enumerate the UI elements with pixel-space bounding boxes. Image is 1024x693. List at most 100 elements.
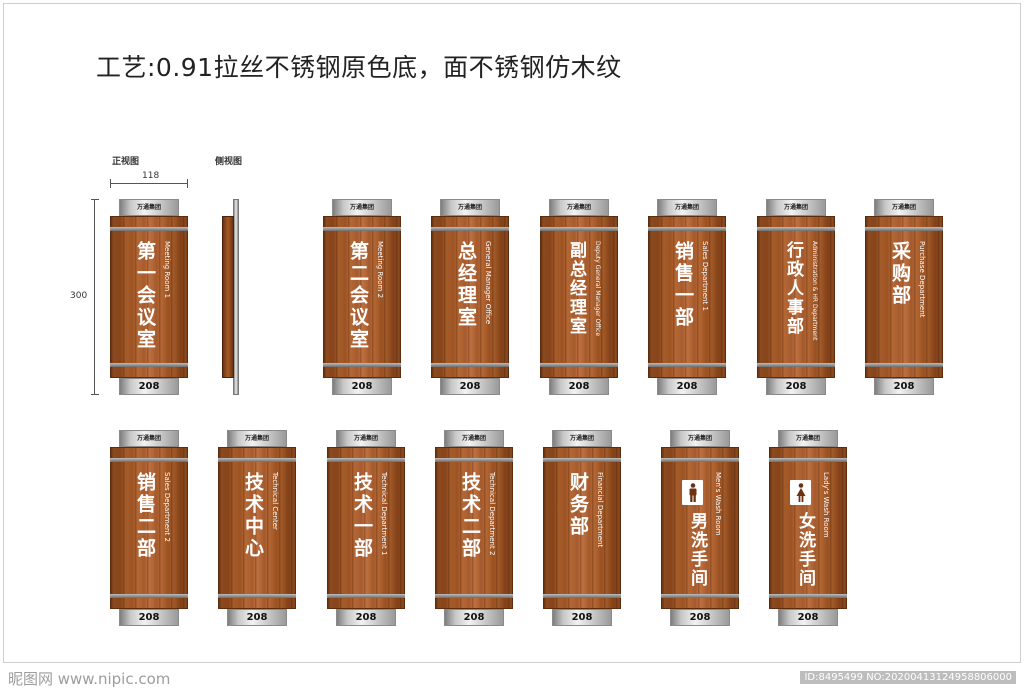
metal-band: [327, 458, 405, 462]
metal-band: [323, 227, 401, 231]
metal-band: [218, 458, 296, 462]
metal-band: [110, 363, 188, 367]
wood-board: 第二会议室 Meeting Room 2: [323, 216, 401, 378]
door-sign: 销售一部 Sales Department 1 万通集团 208: [648, 199, 726, 395]
sign-cn-label: 采购部: [889, 241, 911, 307]
door-sign: 副总经理室 Deputy General Manager Office 万通集团…: [540, 199, 618, 395]
room-number: 208: [778, 609, 838, 626]
brand-cap: 万通集团: [552, 430, 612, 447]
sign-en-label: Technical Center: [271, 472, 279, 530]
side-view: [218, 199, 240, 395]
sign-cn-label: 总经理室: [455, 241, 477, 329]
wood-board: 行政人事部 Administration & HR Department: [757, 216, 835, 378]
metal-band: [865, 227, 943, 231]
sign-cn-label: 女洗手间: [795, 512, 815, 588]
sign-en-label: Financial Department: [596, 472, 604, 548]
brand-cap: 万通集团: [119, 199, 179, 216]
metal-band: [543, 458, 621, 462]
drawing-frame: [3, 3, 1021, 663]
door-sign: 技术一部 Technical Department 1 万通集团 208: [327, 430, 405, 626]
metal-band: [865, 363, 943, 367]
metal-band: [435, 458, 513, 462]
sign-cn-label: 第二会议室: [347, 241, 369, 351]
woman-icon: [790, 480, 811, 505]
brand-cap: 万通集团: [778, 430, 838, 447]
door-sign: 第二会议室 Meeting Room 2 万通集团 208: [323, 199, 401, 395]
height-dimension-line: [94, 199, 95, 395]
sign-en-label: Deputy General Manager Office: [594, 241, 601, 337]
brand-cap: 万通集团: [227, 430, 287, 447]
wood-board: 财务部 Financial Department: [543, 447, 621, 609]
sign-en-label: Sales Department 2: [163, 472, 171, 542]
sign-en-label: Lady's Wash Room: [822, 472, 830, 538]
side-view-label: 侧视图: [215, 157, 243, 167]
metal-band: [661, 458, 739, 462]
room-number: 208: [119, 378, 179, 395]
door-sign: 男洗手间 Men's Wash Room 万通集团 208: [661, 430, 739, 626]
wood-board: 副总经理室 Deputy General Manager Office: [540, 216, 618, 378]
wood-board: 女洗手间 Lady's Wash Room: [769, 447, 847, 609]
height-dimension: 300: [70, 291, 88, 301]
room-number: 208: [766, 378, 826, 395]
metal-band: [757, 227, 835, 231]
sign-en-label: Sales Department 1: [701, 241, 709, 311]
metal-band: [540, 227, 618, 231]
wood-board: 销售一部 Sales Department 1: [648, 216, 726, 378]
metal-band: [431, 363, 509, 367]
room-number: 208: [670, 609, 730, 626]
brand-cap: 万通集团: [549, 199, 609, 216]
metal-band: [769, 458, 847, 462]
watermark-site: 昵图网 www.nipic.com: [8, 670, 171, 688]
metal-band: [110, 227, 188, 231]
room-number: 208: [549, 378, 609, 395]
metal-band: [323, 363, 401, 367]
door-sign: 财务部 Financial Department 万通集团 208: [543, 430, 621, 626]
brand-cap: 万通集团: [444, 430, 504, 447]
brand-cap: 万通集团: [670, 430, 730, 447]
sign-cn-label: 副总经理室: [566, 241, 586, 336]
wood-board: 技术二部 Technical Department 2: [435, 447, 513, 609]
metal-band: [431, 227, 509, 231]
metal-band: [435, 594, 513, 598]
door-sign: 行政人事部 Administration & HR Department 万通集…: [757, 199, 835, 395]
wood-board: 总经理室 General Manager Office: [431, 216, 509, 378]
metal-band: [543, 594, 621, 598]
sign-en-label: Meeting Room 1: [163, 241, 171, 299]
room-number: 208: [332, 378, 392, 395]
metal-band: [648, 363, 726, 367]
width-tick-left: [110, 179, 111, 188]
brand-cap: 万通集团: [332, 199, 392, 216]
brand-cap: 万通集团: [119, 430, 179, 447]
room-number: 208: [874, 378, 934, 395]
metal-band: [110, 594, 188, 598]
door-sign: 销售二部 Sales Department 2 万通集团 208: [110, 430, 188, 626]
wood-board: 男洗手间 Men's Wash Room: [661, 447, 739, 609]
metal-band: [757, 363, 835, 367]
sign-en-label: Meeting Room 2: [376, 241, 384, 299]
sign-en-label: Technical Department 1: [380, 472, 388, 556]
brand-cap: 万通集团: [874, 199, 934, 216]
sign-cn-label: 行政人事部: [783, 241, 803, 336]
sign-cn-label: 技术二部: [459, 472, 481, 560]
room-number: 208: [336, 609, 396, 626]
metal-band: [661, 594, 739, 598]
room-number: 208: [227, 609, 287, 626]
brand-cap: 万通集团: [440, 199, 500, 216]
front-view-label: 正视图: [112, 157, 140, 167]
wood-board: 第一会议室 Meeting Room 1: [110, 216, 188, 378]
room-number: 208: [444, 609, 504, 626]
metal-band: [648, 227, 726, 231]
sign-en-label: General Manager Office: [484, 241, 492, 325]
brand-cap: 万通集团: [766, 199, 826, 216]
sign-cn-label: 销售二部: [134, 472, 156, 560]
sign-en-label: Men's Wash Room: [714, 472, 722, 536]
watermark-id: ID:8495499 NO:20200413124958806000: [800, 671, 1016, 684]
door-sign: 采购部 Purchase Department 万通集团 208: [865, 199, 943, 395]
sign-cn-label: 技术一部: [351, 472, 373, 560]
wood-board: 采购部 Purchase Department: [865, 216, 943, 378]
door-sign: 女洗手间 Lady's Wash Room 万通集团 208: [769, 430, 847, 626]
door-sign: 技术中心 Technical Center 万通集团 208: [218, 430, 296, 626]
metal-band: [327, 594, 405, 598]
height-tick-top: [91, 199, 99, 200]
width-dimension: 118: [142, 171, 160, 181]
